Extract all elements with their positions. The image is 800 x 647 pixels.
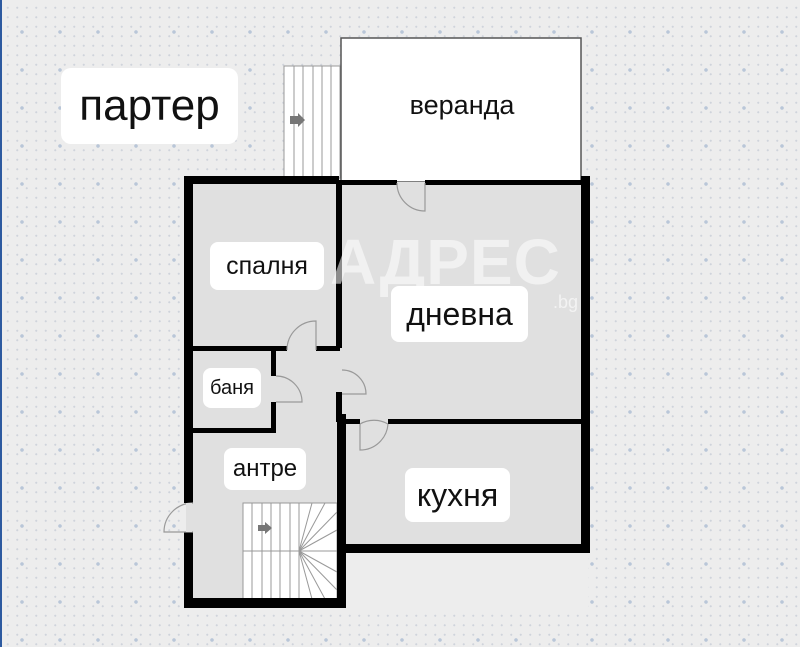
room-label-dnevna: дневна [391, 286, 528, 342]
floor-title: партер [61, 68, 238, 144]
walls [184, 176, 590, 608]
room-label-spalnya: спалня [210, 242, 324, 290]
door-kuhnya [359, 419, 389, 451]
left-edge-line [0, 0, 2, 647]
door-veranda [396, 182, 426, 212]
veranda-area [340, 37, 582, 183]
door-banya [275, 375, 303, 403]
room-label-veranda: веранда [409, 89, 515, 120]
arrow-right-icon [258, 522, 272, 534]
room-label-antre: антре [224, 448, 306, 490]
room-label-kuhnya: кухня [405, 468, 510, 522]
arrow-right-icon [290, 113, 305, 127]
door-dnevna [341, 369, 367, 395]
door-spalnya [286, 320, 317, 351]
watermark-domain: .bg [553, 292, 579, 312]
entrance-stairs [283, 65, 341, 179]
interior-stairs [242, 502, 338, 600]
room-label-banya: баня [203, 368, 261, 408]
